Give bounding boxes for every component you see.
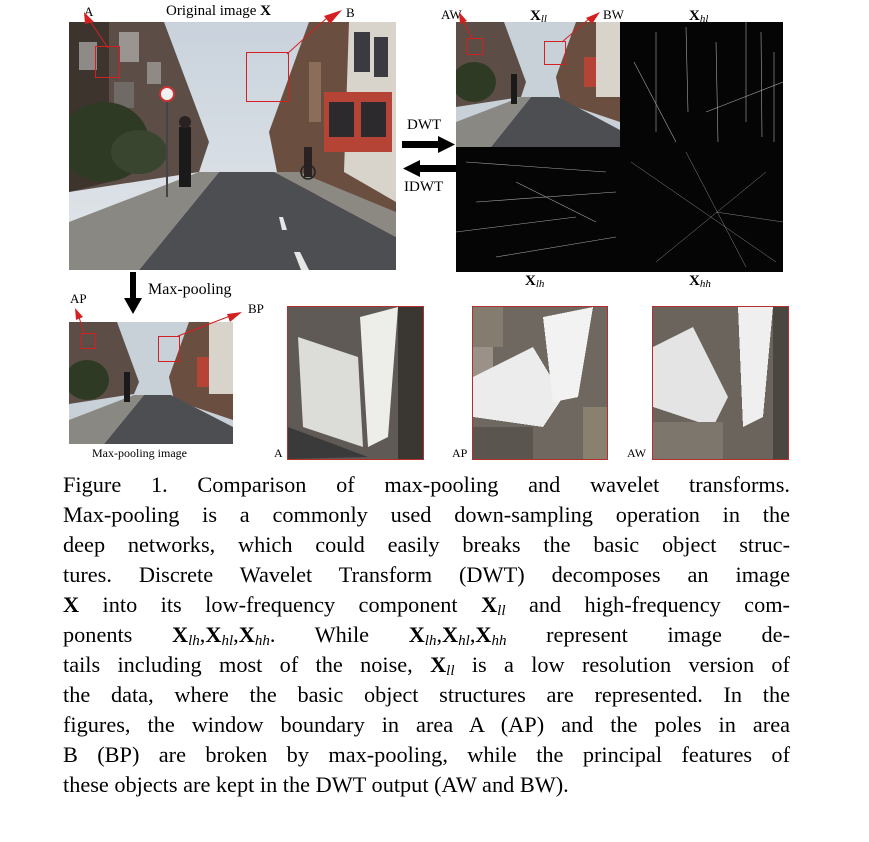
caption-line-4: tures. Discrete Wavelet Transform (DWT) … <box>63 562 790 587</box>
maxpool-image <box>69 322 233 444</box>
dwt-label: DWT <box>407 117 442 133</box>
math-x: X <box>171 622 189 647</box>
idwt-label: IDWT <box>404 179 444 195</box>
crop-aw-dwt <box>652 306 789 460</box>
original-street-image <box>69 22 396 270</box>
label-bw: BW <box>603 7 624 22</box>
xll-symbol: X <box>530 8 541 24</box>
maxpool-image-label: Max-pooling image <box>92 446 187 460</box>
caption-text: . While <box>269 622 370 647</box>
xhl-label: Xhl <box>689 8 708 27</box>
caption-line-11: these objects are kept in the DWT output… <box>63 772 569 797</box>
caption-line-7: tails including most of the noise, Xll i… <box>63 650 790 680</box>
caption-text: and high-frequency com- <box>528 592 790 617</box>
crop-a-original <box>287 306 424 460</box>
original-title-text: Original image <box>166 3 257 19</box>
xll-subscript: ll <box>540 13 547 25</box>
caption-line-6: ponents Xlh,Xhl,Xhh. While Xlh,Xhl,Xhh r… <box>63 622 790 649</box>
crop-ap-maxpool <box>472 306 608 460</box>
xlh-subscript: lh <box>535 278 545 290</box>
caption-text: represent image de- <box>546 622 790 647</box>
math-subscript: hl <box>221 633 234 649</box>
math-subscript: ll <box>497 603 506 619</box>
caption-text: is a low resolution version of <box>471 652 790 677</box>
caption-text: tails including most of the noise, <box>63 652 413 677</box>
math-x: X <box>408 622 425 647</box>
region-b-box <box>246 52 289 102</box>
caption-line-2: Max-pooling is a commonly used down-samp… <box>63 502 790 527</box>
crop-aw-label: AW <box>627 446 647 460</box>
math-subscript: hh <box>254 633 270 649</box>
math-subscript: lh <box>424 633 437 649</box>
math-subscript: lh <box>188 633 200 649</box>
xhh-subscript: hh <box>699 278 711 290</box>
maxpool-arrow <box>124 272 142 314</box>
callout-arrows-original <box>84 10 342 55</box>
xhl-symbol: X <box>689 8 700 24</box>
idwt-arrow <box>403 160 456 177</box>
crop-ap-label: AP <box>452 446 468 460</box>
label-b: B <box>346 5 355 20</box>
xlh-label: Xlh <box>525 273 544 292</box>
figure-caption: Figure 1. Comparison of max-pooling and … <box>63 470 790 800</box>
caption-line-1: Figure 1. Comparison of max-pooling and … <box>63 472 790 497</box>
caption-text: into its low-frequency component <box>102 592 458 617</box>
dwt-subbands-image <box>456 22 783 272</box>
xhh-symbol: X <box>689 273 700 289</box>
math-subscript: ll <box>446 663 455 679</box>
caption-line-10: B (BP) are broken by max-pooling, while … <box>63 742 790 767</box>
caption-line-3: deep networks, which could easily breaks… <box>63 532 790 557</box>
caption-line-5: X into its low-frequency component Xll a… <box>63 590 790 620</box>
label-a: A <box>84 4 94 19</box>
caption-line-9: figures, the window boundary in area A (… <box>63 712 790 737</box>
math-subscript: hh <box>491 633 507 649</box>
math-subscript: hl <box>458 633 470 649</box>
maxpool-arrow-label: Max-pooling <box>148 281 232 298</box>
math-x: X <box>63 592 80 617</box>
original-title-symbol: X <box>260 3 271 19</box>
original-image-title: Original image X <box>166 3 271 19</box>
label-bp: BP <box>248 301 264 316</box>
math-x: X <box>430 652 447 677</box>
math-x: X <box>475 622 492 647</box>
region-aw-box <box>467 38 483 55</box>
math-x: X <box>442 622 459 647</box>
xhl-subscript: hl <box>699 13 709 25</box>
region-bp-box <box>158 336 180 362</box>
math-x: X <box>481 592 498 617</box>
region-ap-box <box>81 333 96 349</box>
math-x: X <box>205 622 222 647</box>
callout-arrows-maxpool <box>75 308 242 337</box>
caption-text: ponents <box>63 622 133 647</box>
caption-line-8: the data, where the basic object structu… <box>63 682 790 707</box>
xlh-symbol: X <box>525 273 536 289</box>
label-ap: AP <box>70 291 87 306</box>
label-aw: AW <box>441 7 462 22</box>
xll-label: Xll <box>530 8 547 27</box>
math-x: X <box>238 622 255 647</box>
dwt-arrow <box>402 136 455 153</box>
callout-arrows-dwt <box>459 12 600 43</box>
crop-a-label: A <box>274 446 283 460</box>
xhh-label: Xhh <box>689 273 711 292</box>
region-bw-box <box>544 41 566 65</box>
